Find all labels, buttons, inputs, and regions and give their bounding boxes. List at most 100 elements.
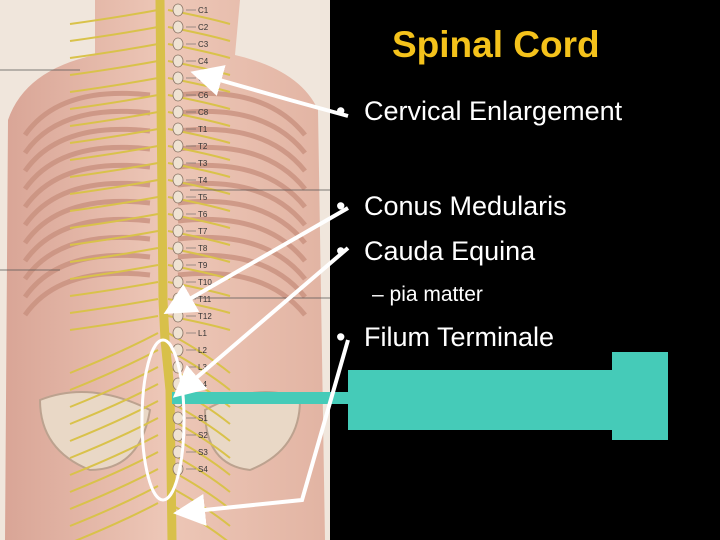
rib xyxy=(177,108,307,155)
spinal-nerve-left xyxy=(69,400,159,442)
sub-bullet-pia-matter: – pia matter xyxy=(372,283,483,306)
vertebra-level-label: T4 xyxy=(198,176,208,185)
vertebra xyxy=(172,37,184,51)
spinal-nerve-left xyxy=(69,485,159,527)
vertebra-level-label: T3 xyxy=(198,159,208,168)
bullet-text: Cauda Equina xyxy=(364,236,536,266)
spinal-nerve-left xyxy=(69,196,159,212)
bullet-dot: • xyxy=(336,96,346,126)
vertebra xyxy=(172,20,184,34)
vertebra xyxy=(172,326,184,340)
rib xyxy=(22,144,151,191)
rib xyxy=(177,270,307,317)
spinal-nerve-left xyxy=(69,213,159,229)
rib xyxy=(177,126,307,173)
spinal-nerve-left xyxy=(74,502,159,540)
vertebra-level-label: C1 xyxy=(198,6,209,15)
cauda-equina-highlight-ellipse xyxy=(140,338,186,502)
bullet-dot: • xyxy=(336,322,346,352)
vertebra xyxy=(172,71,184,85)
arrow-filum-terminale xyxy=(173,339,350,526)
rib xyxy=(177,198,307,245)
spinal-nerve-left xyxy=(69,383,159,425)
spinal-nerve-left xyxy=(69,128,159,144)
vertebra-level-label: T5 xyxy=(198,193,208,202)
vertebra-level-labels: C1C2C3C4C5C6C8T1T2T3T4T5T6T7T8T9T10T11T1… xyxy=(186,6,212,474)
spinal-nerve-left xyxy=(69,417,159,459)
rib xyxy=(22,162,151,209)
rib xyxy=(22,108,151,155)
spinal-nerve-left xyxy=(69,145,159,161)
rib xyxy=(22,126,151,173)
spinal-nerve-left xyxy=(69,281,159,297)
vertebra-level-label: C4 xyxy=(198,57,209,66)
spinal-nerve-left xyxy=(69,162,159,178)
spinal-nerve-left xyxy=(69,77,159,93)
arrow-cauda-equina xyxy=(172,246,350,398)
vertebra-level-label: C8 xyxy=(198,108,209,117)
spinal-nerve-left xyxy=(69,94,159,110)
spinal-nerve-left xyxy=(69,43,159,59)
bullet-dot: • xyxy=(336,236,346,266)
spinal-nerve-left xyxy=(69,111,159,127)
vertebra xyxy=(172,156,184,170)
arrow-conus-medularis xyxy=(163,206,349,314)
vertebra-level-label: C2 xyxy=(198,23,209,32)
spinal-nerve-left xyxy=(69,298,159,314)
vertebra-level-label: L1 xyxy=(198,329,207,338)
vertebra xyxy=(172,105,184,119)
bullet-filum-terminale: • Filum Terminale xyxy=(336,322,554,353)
teal-callout-shape xyxy=(172,352,668,440)
vertebra xyxy=(172,190,184,204)
vertebra-level-label: T9 xyxy=(198,261,208,270)
vertebra xyxy=(172,241,184,255)
bullet-cauda-equina: • Cauda Equina xyxy=(336,236,535,267)
vertebra xyxy=(172,88,184,102)
vertebra-level-label: T1 xyxy=(198,125,208,134)
rib xyxy=(177,162,307,209)
spinal-nerve-left xyxy=(69,332,159,374)
spinal-nerve-left xyxy=(69,179,159,195)
vertebra-level-label: C3 xyxy=(198,40,209,49)
vertebra-level-label: T12 xyxy=(198,312,212,321)
vertebra-level-label: T7 xyxy=(198,227,208,236)
bullet-text: Cervical Enlargement xyxy=(364,96,623,126)
spinal-nerve-left xyxy=(69,9,159,25)
rib xyxy=(177,144,307,191)
vertebra-level-label: S4 xyxy=(198,465,208,474)
spinal-nerves xyxy=(69,9,231,540)
spinal-nerve-left xyxy=(69,434,159,476)
vertebra-level-label: T6 xyxy=(198,210,208,219)
spinal-nerve-left xyxy=(69,247,159,263)
spinal-nerve-left xyxy=(69,230,159,246)
bullet-cervical-enlargement: • Cervical Enlargement xyxy=(336,96,622,127)
vertebra-level-label: T8 xyxy=(198,244,208,253)
vertebra-level-label: S2 xyxy=(198,431,208,440)
slide-title: Spinal Cord xyxy=(392,24,600,65)
bullet-dot: • xyxy=(336,191,346,221)
vertebra-level-label: T10 xyxy=(198,278,212,287)
spinal-nerve-left xyxy=(69,26,159,42)
vertebra xyxy=(172,224,184,238)
vertebra-level-label: T2 xyxy=(198,142,208,151)
spinal-nerve-left xyxy=(69,60,159,76)
arrow-cervical-enlargement xyxy=(190,65,349,118)
rib xyxy=(22,180,151,227)
spinal-nerve-left xyxy=(69,315,159,331)
vertebra xyxy=(172,54,184,68)
bullet-text: Filum Terminale xyxy=(364,322,555,352)
vertebra-level-label: L2 xyxy=(198,346,207,355)
vertebra xyxy=(172,3,184,17)
spinal-nerve-left xyxy=(69,366,159,408)
vertebra xyxy=(172,207,184,221)
vertebra-level-label: S1 xyxy=(198,414,208,423)
spinal-cord-anatomy-illustration: C1C2C3C4C5C6C8T1T2T3T4T5T6T7T8T9T10T11T1… xyxy=(0,0,330,540)
vertebra xyxy=(172,139,184,153)
vertebra xyxy=(172,258,184,272)
rib xyxy=(22,90,151,137)
rib xyxy=(22,270,151,317)
vertebra-level-label: S3 xyxy=(198,448,208,457)
bullet-text: Conus Medularis xyxy=(364,191,567,221)
